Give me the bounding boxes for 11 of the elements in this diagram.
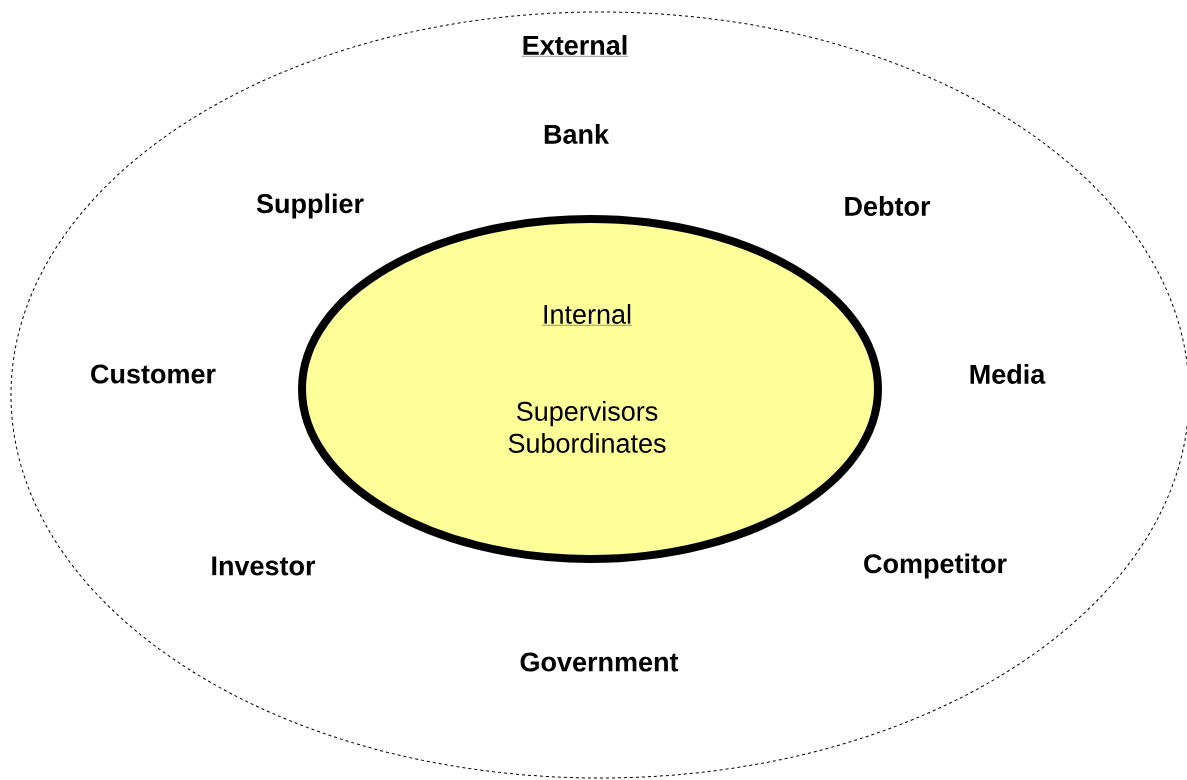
stakeholder-label: Competitor: [864, 553, 1007, 579]
stakeholder-label: Bank: [544, 124, 610, 144]
heading: Internal: [541, 304, 633, 326]
stakeholder-label: Debtor: [845, 196, 931, 216]
stakeholder-label: Customer: [91, 364, 216, 384]
body-text: Supervisors Subordinates: [508, 401, 666, 453]
stakeholder-label: Government: [520, 652, 679, 672]
stakeholder-label: Investor: [212, 556, 316, 576]
heading: External: [521, 35, 629, 57]
stakeholder-label: Supplier: [256, 193, 364, 219]
stakeholder-label: Media: [970, 364, 1046, 384]
